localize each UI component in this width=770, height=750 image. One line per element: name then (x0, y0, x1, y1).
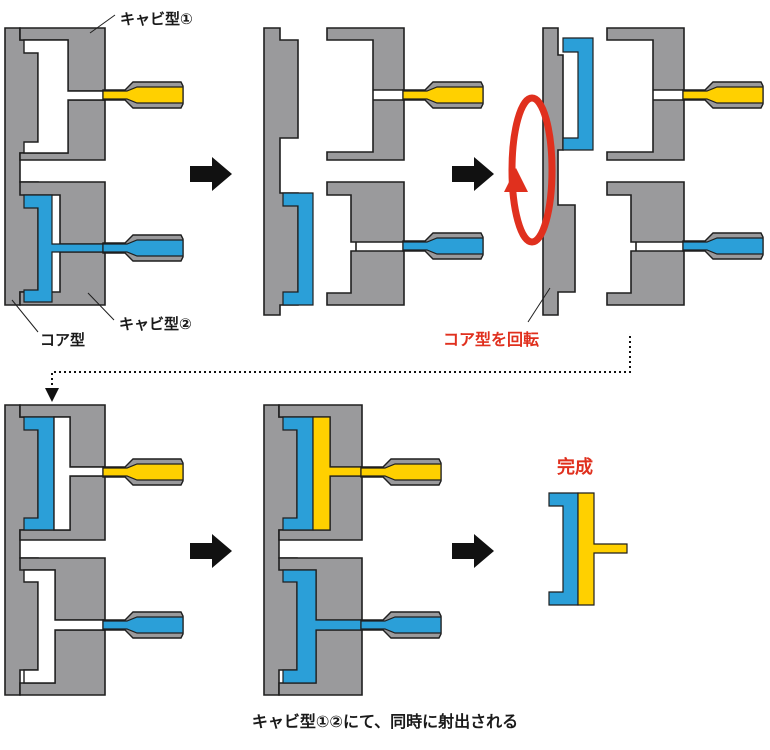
flow-connector (45, 336, 631, 402)
core-mold-rotated (542, 27, 576, 316)
panel-6-finished: 完成 (548, 456, 628, 606)
caption: キャビ型①②にて、同時に射出される (252, 712, 518, 731)
nozzle-yellow-5 (360, 458, 442, 486)
cavity-1-label: キャビ型① (120, 10, 193, 28)
done-label: 完成 (557, 456, 593, 478)
cavity-2-empty-4 (23, 569, 106, 684)
step-arrow-4 (452, 534, 494, 568)
core-mold-5 (263, 404, 298, 696)
nozzle-yellow-3 (682, 81, 764, 109)
cavity-1-p3 (606, 27, 685, 161)
panel-2-open (263, 27, 484, 316)
nozzle-blue-2 (402, 232, 484, 260)
rotate-label: コア型を回転 (443, 330, 539, 349)
step-arrow-1 (190, 157, 232, 191)
cavity-2-label: キャビ型② (119, 315, 192, 333)
core-mold-open (263, 27, 299, 316)
cavity-2-resin-blue (23, 194, 106, 303)
core-mold-4 (4, 404, 39, 696)
part-blue-cavity2-5 (282, 569, 363, 684)
core-part-blue (282, 192, 314, 306)
cavity-1-open (326, 27, 405, 161)
core-mold (4, 27, 39, 306)
panel-1-initial: キャビ型① キャビ型② コア型 (4, 10, 193, 349)
step-arrow-2 (452, 157, 494, 191)
finished-part-yellow (577, 492, 628, 606)
cavity-1-empty (23, 39, 106, 154)
nozzle-yellow (102, 81, 184, 109)
nozzle-blue-3 (682, 232, 764, 260)
cavity-2-p3 (606, 181, 685, 306)
panel-5-injected (263, 404, 442, 696)
panel-4-closed (4, 404, 184, 696)
step-arrow-3 (190, 534, 232, 568)
core-label: コア型 (40, 331, 85, 349)
finished-part-blue (548, 492, 579, 606)
nozzle-yellow-2 (402, 81, 484, 109)
nozzle-blue-4 (102, 611, 184, 639)
nozzle-blue (102, 234, 184, 262)
cavity-2-open (326, 181, 405, 306)
rotation-arrow-icon (504, 94, 556, 246)
nozzle-yellow-4 (102, 458, 184, 486)
nozzle-blue-5 (360, 611, 442, 639)
panel-3-rotated: コア型を回転 (443, 27, 764, 349)
rotated-part-blue (562, 37, 594, 151)
